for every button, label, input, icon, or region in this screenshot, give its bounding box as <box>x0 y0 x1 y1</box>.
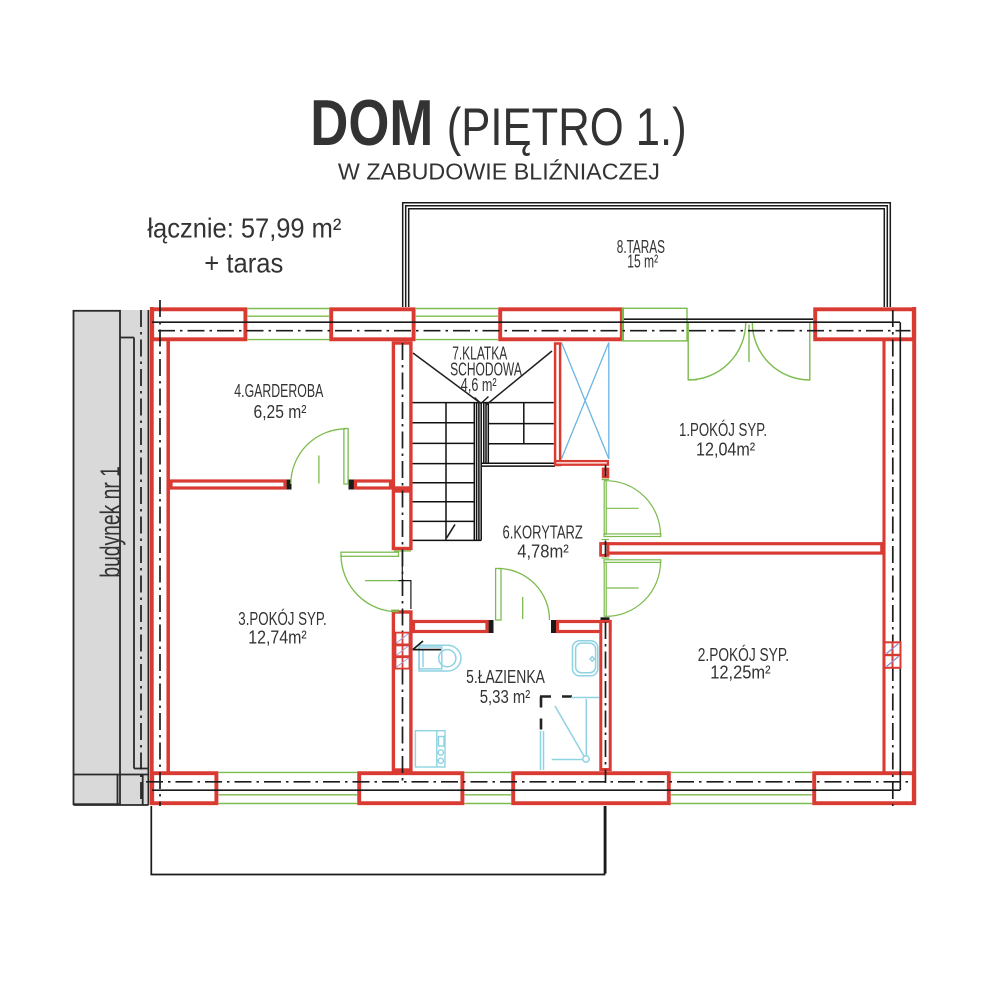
svg-text:12,04m²: 12,04m² <box>696 438 755 459</box>
svg-text:12,25m²: 12,25m² <box>710 662 770 683</box>
svg-text:3.POKÓJ SYP.: 3.POKÓJ SYP. <box>238 608 326 629</box>
svg-text:4,78m²: 4,78m² <box>517 540 569 561</box>
svg-text:5.ŁAZIENKA: 5.ŁAZIENKA <box>466 666 545 687</box>
svg-text:SCHODOWA: SCHODOWA <box>450 358 522 379</box>
svg-text:+ taras: + taras <box>204 247 283 278</box>
svg-text:W ZABUDOWIE BLIŹNIACZEJ: W ZABUDOWIE BLIŹNIACZEJ <box>338 158 660 184</box>
svg-text:5,33 m²: 5,33 m² <box>480 686 531 707</box>
svg-text:12,74m²: 12,74m² <box>248 626 306 647</box>
svg-text:15 m²: 15 m² <box>627 251 658 272</box>
svg-text:4.GARDEROBA: 4.GARDEROBA <box>234 380 324 401</box>
svg-text:2.POKÓJ SYP.: 2.POKÓJ SYP. <box>698 644 789 665</box>
svg-text:6.KORYTARZ: 6.KORYTARZ <box>503 522 583 543</box>
svg-text:budynek nr 1: budynek nr 1 <box>95 466 126 578</box>
svg-text:6,25 m²: 6,25 m² <box>254 401 307 422</box>
svg-text:DOM: DOM <box>310 87 433 159</box>
svg-text:(PIĘTRO 1.): (PIĘTRO 1.) <box>447 98 687 157</box>
svg-text:4,6 m²: 4,6 m² <box>461 374 497 395</box>
svg-text:8.TARAS: 8.TARAS <box>617 236 665 257</box>
svg-text:7.KLATKA: 7.KLATKA <box>452 343 508 364</box>
svg-text:łącznie: 57,99 m²: łącznie: 57,99 m² <box>147 213 341 244</box>
svg-text:1.POKÓJ SYP.: 1.POKÓJ SYP. <box>679 419 767 440</box>
